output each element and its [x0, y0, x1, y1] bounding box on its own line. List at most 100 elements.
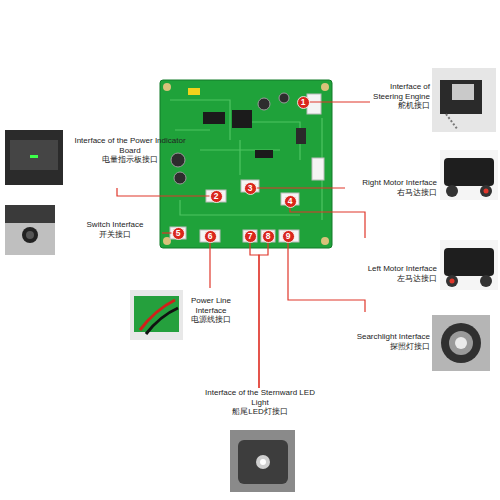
label-column: Switch Interface开关接口	[70, 220, 160, 239]
switch-photo	[5, 205, 55, 223]
mounting-hole	[321, 83, 329, 91]
connector	[206, 190, 226, 202]
interface-label: Searchlight Interface	[345, 332, 430, 342]
interface-callout: Searchlight Interface探照灯接口	[345, 312, 498, 372]
steering-photo	[452, 84, 474, 100]
label-column: Searchlight Interface探照灯接口	[345, 332, 430, 351]
connector	[312, 158, 324, 180]
interface-label-cn: 电源线接口	[184, 315, 238, 325]
callout-number: 3	[244, 182, 257, 195]
mounting-hole	[321, 237, 329, 245]
connector	[307, 94, 321, 114]
searchlight-photo	[432, 315, 490, 371]
interface-label-cn: 船尾LED灯接口	[200, 407, 320, 417]
motor-photo	[446, 185, 458, 197]
motor-photo	[444, 158, 494, 186]
searchlight-photo	[455, 337, 467, 349]
steering-photo	[432, 68, 496, 132]
interface-label: Interface of Steering Engine	[370, 82, 430, 101]
callout-number: 7	[244, 230, 257, 243]
connector	[170, 227, 186, 239]
leader-line	[259, 243, 268, 389]
power-indicator-photo	[5, 130, 63, 185]
switch-photo	[26, 231, 34, 239]
steering-photo	[446, 114, 458, 130]
interface-callout: Interface of the Sternward LED Light船尾LE…	[200, 388, 320, 496]
interface-label: Right Motor Interface	[345, 178, 437, 188]
interface-label-cn: 开关接口	[70, 230, 160, 240]
motor-photo	[440, 240, 498, 290]
interface-label: Power Line Interface	[184, 296, 238, 315]
connector	[279, 230, 299, 242]
leader-line	[310, 101, 371, 102]
interface-callout: Power Line Interface电源线接口	[128, 288, 238, 344]
interface-label: Switch Interface	[70, 220, 160, 230]
label-column: Interface of the Power Indicator Board电量…	[68, 136, 192, 165]
label-column: Left Motor Interface左马达接口	[345, 264, 437, 283]
led-photo	[256, 455, 270, 469]
leader-line	[117, 188, 210, 196]
power-line-photo	[140, 300, 175, 330]
leader-line	[257, 187, 346, 188]
leader-line	[162, 232, 172, 233]
capacitor	[171, 153, 185, 167]
callout-circle	[284, 195, 296, 207]
chip	[232, 110, 252, 128]
power-indicator-photo	[30, 155, 38, 158]
motor-photo	[480, 275, 492, 287]
searchlight-photo	[449, 331, 473, 355]
callout-number: 2	[210, 190, 223, 203]
interface-callout: Right Motor Interface右马达接口	[345, 148, 498, 202]
led-photo	[238, 440, 288, 484]
connector	[200, 230, 220, 242]
motor-photo	[450, 279, 455, 284]
label-column: Interface of the Sternward LED Light船尾LE…	[200, 388, 320, 417]
capacitor	[258, 98, 270, 110]
callout-number: 3	[244, 182, 257, 195]
leader-line	[290, 208, 365, 239]
callout-number: 1	[297, 96, 310, 109]
searchlight-photo	[441, 323, 481, 363]
interface-callout: Switch Interface开关接口	[2, 204, 162, 256]
capacitor	[279, 93, 289, 103]
power-line-photo	[146, 308, 178, 334]
callout-number: 4	[284, 195, 297, 208]
leader-line	[250, 243, 259, 389]
switch-photo	[22, 227, 38, 243]
callout-number: 1	[297, 96, 310, 109]
power-line-photo	[134, 296, 179, 332]
callout-number: 8	[262, 230, 275, 243]
callout-number: 8	[262, 230, 275, 243]
steering-photo	[440, 80, 482, 114]
chip	[296, 128, 306, 144]
callout-number: 4	[284, 195, 297, 208]
switch-photo	[5, 205, 55, 255]
interface-label: Interface of the Sternward LED Light	[200, 388, 320, 407]
interface-callout: Interface of Steering Engine舵机接口	[370, 68, 497, 132]
label-column: Right Motor Interface右马达接口	[345, 178, 437, 197]
chip	[203, 112, 225, 124]
callout-circle	[282, 230, 294, 242]
callout-number: 5	[172, 227, 185, 240]
mounting-hole	[163, 83, 171, 91]
label-column: Power Line Interface电源线接口	[184, 296, 238, 325]
callout-circle	[244, 230, 256, 242]
label-column: Interface of Steering Engine舵机接口	[370, 82, 430, 111]
interface-label: Left Motor Interface	[345, 264, 437, 274]
motor-photo	[440, 150, 498, 200]
connector	[261, 230, 275, 242]
interface-label: Interface of the Power Indicator Board	[68, 136, 192, 155]
power-indicator-photo	[10, 140, 58, 170]
interface-label-cn: 右马达接口	[345, 188, 437, 198]
callout-number: 9	[282, 230, 295, 243]
chip	[255, 150, 273, 158]
interface-callout: Left Motor Interface左马达接口	[345, 238, 498, 293]
led-photo	[260, 459, 266, 465]
interface-label-cn: 电量指示板接口	[68, 155, 192, 165]
pcb-board	[160, 80, 332, 248]
callout-number: 2	[210, 190, 223, 203]
interface-label-cn: 探照灯接口	[345, 342, 430, 352]
yellow-component	[188, 88, 200, 95]
interface-label-cn: 舵机接口	[370, 101, 430, 111]
